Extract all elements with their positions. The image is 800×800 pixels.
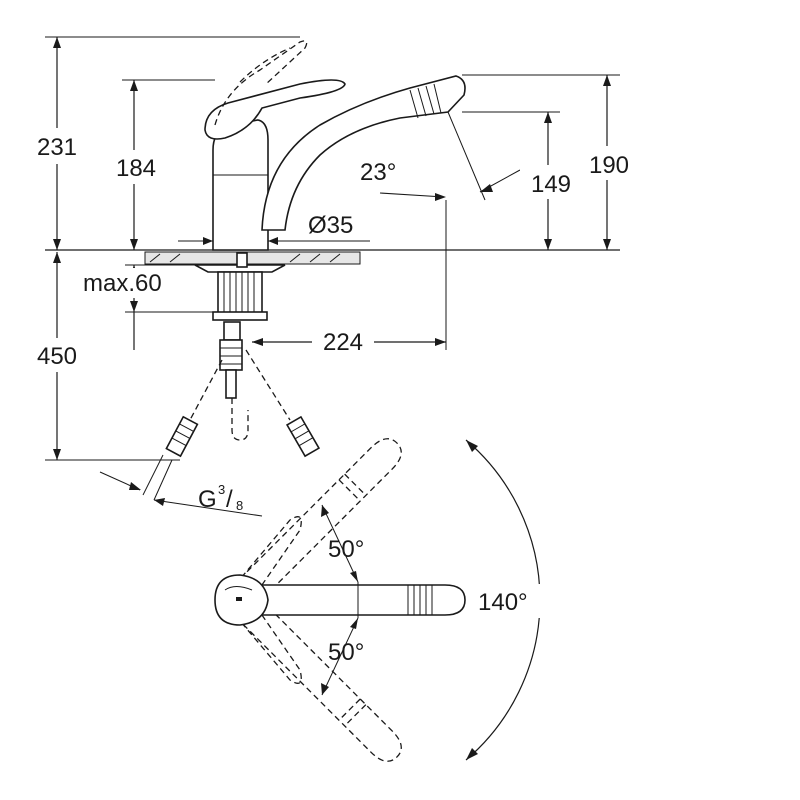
dimension-max60: max.60 xyxy=(80,264,215,350)
dim-184-label: 184 xyxy=(116,155,156,182)
dim-swivel-label: 140° xyxy=(478,589,528,616)
dim-450-label: 450 xyxy=(37,343,77,370)
faucet-side-view xyxy=(204,40,466,251)
dim-231-label: 231 xyxy=(37,134,77,161)
thread-g: G xyxy=(198,486,217,513)
dim-224-label: 224 xyxy=(323,329,363,356)
dimension-231: 231 xyxy=(28,36,300,250)
dimension-angle-lower: 50° xyxy=(321,617,364,696)
dimension-149: 149 xyxy=(462,111,580,250)
thread-callout: G 3 / 8 xyxy=(99,471,263,517)
thread-numerator: 3 xyxy=(218,482,225,497)
dim-max60-label: max.60 xyxy=(83,270,162,297)
dimension-224: 224 xyxy=(252,200,447,358)
dimension-diameter: Ø35 xyxy=(178,212,370,245)
dim-angle-upper-label: 50° xyxy=(328,536,364,563)
dimension-spout-angle: 23° xyxy=(360,111,521,201)
faucet-top-view xyxy=(214,438,466,762)
dim-spout-angle-label: 23° xyxy=(360,159,396,186)
dim-diameter-label: Ø35 xyxy=(308,212,353,239)
dim-149-label: 149 xyxy=(531,171,571,198)
mounting-assembly xyxy=(142,252,321,501)
dimension-184: 184 xyxy=(108,79,215,250)
dimension-450: 450 xyxy=(28,252,180,461)
thread-slash: / xyxy=(226,486,233,513)
dim-angle-lower-label: 50° xyxy=(328,639,364,666)
thread-denominator: 8 xyxy=(236,498,243,513)
deck-plate xyxy=(144,251,361,265)
dimension-swivel-arc: 140° xyxy=(465,439,546,761)
dimension-angle-upper: 50° xyxy=(321,504,364,583)
dim-190-label: 190 xyxy=(589,152,629,179)
dimension-190: 190 xyxy=(462,74,638,250)
